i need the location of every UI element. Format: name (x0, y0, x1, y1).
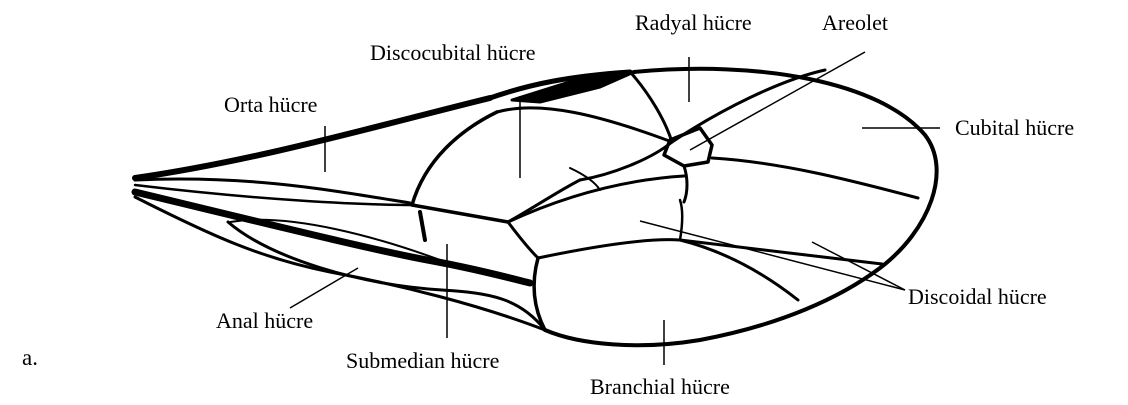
leader-areolet (690, 52, 865, 150)
vein-cubital-distal (712, 158, 918, 198)
label-orta-hucre: Orta hücre (224, 94, 317, 116)
leader-discoidal-1 (640, 221, 905, 290)
vein-branchial-top (538, 240, 680, 258)
vein-discoidal-upper (508, 176, 684, 222)
label-discoidal-hucre: Discoidal hücre (908, 286, 1047, 308)
vein-discoidal-stub (680, 200, 682, 240)
vein-radial-1 (632, 74, 672, 142)
vein-discocubital-right (580, 142, 672, 180)
areolet-cell (664, 128, 712, 166)
label-anal-hucre: Anal hücre (216, 310, 313, 332)
vein-areolet-lower (684, 166, 687, 202)
vein-submedian-cross (412, 205, 508, 222)
panel-label: a. (22, 346, 38, 369)
label-areolet: Areolet (822, 12, 888, 34)
label-submedian-hucre: Submedian hücre (346, 350, 499, 372)
vein-discoidal-mid (508, 222, 538, 258)
label-radyal-hucre: Radyal hücre (635, 12, 752, 34)
label-discocubital-hucre: Discocubital hücre (370, 42, 536, 64)
wing-apical-margin (545, 69, 937, 345)
label-branchial-hucre: Branchial hücre (590, 376, 730, 398)
vein-anal (135, 192, 530, 283)
vein-branchial-outer (680, 240, 798, 300)
leader-anal (290, 268, 358, 308)
vein-basal-cross (412, 112, 497, 205)
label-cubital-hucre: Cubital hücre (955, 117, 1074, 139)
vein-basal-stub (420, 212, 425, 240)
vein-discoidal-lower (680, 240, 882, 264)
vein-discocubital-top (497, 108, 672, 142)
